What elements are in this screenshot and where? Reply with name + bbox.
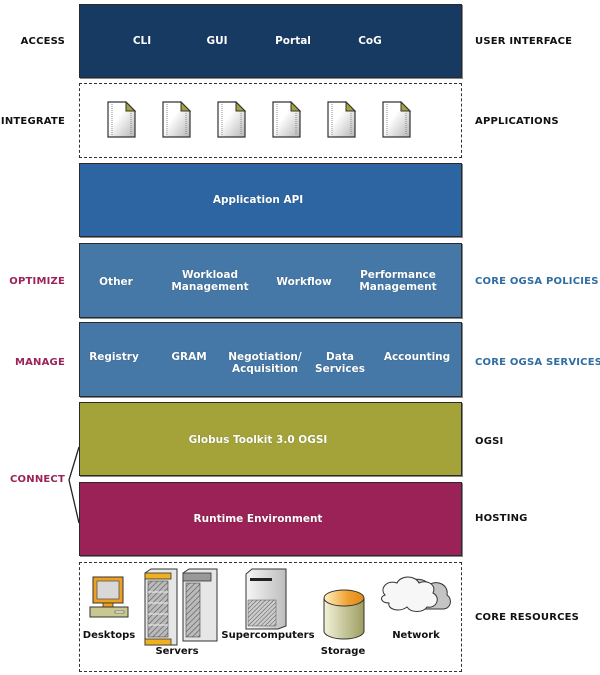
desktop-icon [89, 576, 129, 618]
hosting-title: Runtime Environment [193, 513, 323, 525]
policy-workload-management: Workload Management [171, 269, 249, 293]
layer-hosting: Runtime Environment [79, 482, 462, 556]
label-user-interface: USER INTERFACE [475, 36, 573, 47]
resource-label-storage: Storage [320, 646, 366, 657]
access-item-portal: Portal [275, 35, 311, 47]
service-data-services: Data Services [315, 351, 365, 375]
access-item-cli: CLI [132, 35, 152, 47]
service-gram: GRAM [171, 351, 207, 363]
document-icon [107, 101, 137, 138]
label-core-ogsa-services: CORE OGSA SERVICES [475, 357, 600, 368]
layer-applications [79, 83, 462, 158]
access-item-gui: GUI [206, 35, 228, 47]
document-icon [217, 101, 247, 138]
service-accounting: Accounting [383, 351, 451, 363]
layer-core-ogsa-services: Registry GRAM Negotiation/ Acquisition D… [79, 322, 462, 397]
document-icon [162, 101, 192, 138]
layer-application-api: Application API [79, 163, 462, 237]
api-title: Application API [212, 194, 304, 206]
policy-performance-management: Performance Management [359, 269, 437, 293]
resource-label-network: Network [392, 630, 440, 641]
label-connect: CONNECT [10, 474, 65, 485]
storage-cylinder-icon [323, 589, 365, 640]
service-negotiation-acquisition: Negotiation/ Acquisition [228, 351, 302, 375]
cloud-network-icon [381, 576, 451, 612]
layer-ogsi: Globus Toolkit 3.0 OGSI [79, 402, 462, 476]
resource-label-supercomputers: Supercomputers [221, 630, 315, 641]
label-optimize: OPTIMIZE [9, 276, 65, 287]
label-applications: APPLICATIONS [475, 116, 559, 127]
label-core-ogsa-policies: CORE OGSA POLICIES [475, 276, 599, 287]
label-access: ACCESS [20, 36, 65, 47]
document-icon [327, 101, 357, 138]
ogsi-title: Globus Toolkit 3.0 OGSI [188, 434, 328, 446]
layer-core-resources: Desktops Servers [79, 562, 462, 672]
label-hosting: HOSTING [475, 513, 528, 524]
document-icon [272, 101, 302, 138]
resource-label-desktops: Desktops [82, 630, 136, 641]
document-icon [382, 101, 412, 138]
resource-label-servers: Servers [155, 646, 199, 657]
service-registry: Registry [89, 351, 139, 363]
label-manage: MANAGE [14, 357, 65, 368]
supercomputer-icon [245, 568, 287, 630]
policy-other: Other [99, 276, 133, 288]
policy-workflow: Workflow [276, 276, 332, 288]
access-item-cog: CoG [358, 35, 382, 47]
connect-brace-icon [68, 446, 80, 524]
layer-core-ogsa-policies: Other Workload Management Workflow Perfo… [79, 243, 462, 318]
label-integrate: INTEGRATE [0, 116, 65, 127]
server-rack-icon [144, 568, 218, 646]
layer-user-interface: CLI GUI Portal CoG [79, 4, 462, 78]
label-ogsi: OGSI [475, 436, 504, 447]
label-core-resources: CORE RESOURCES [475, 612, 580, 623]
